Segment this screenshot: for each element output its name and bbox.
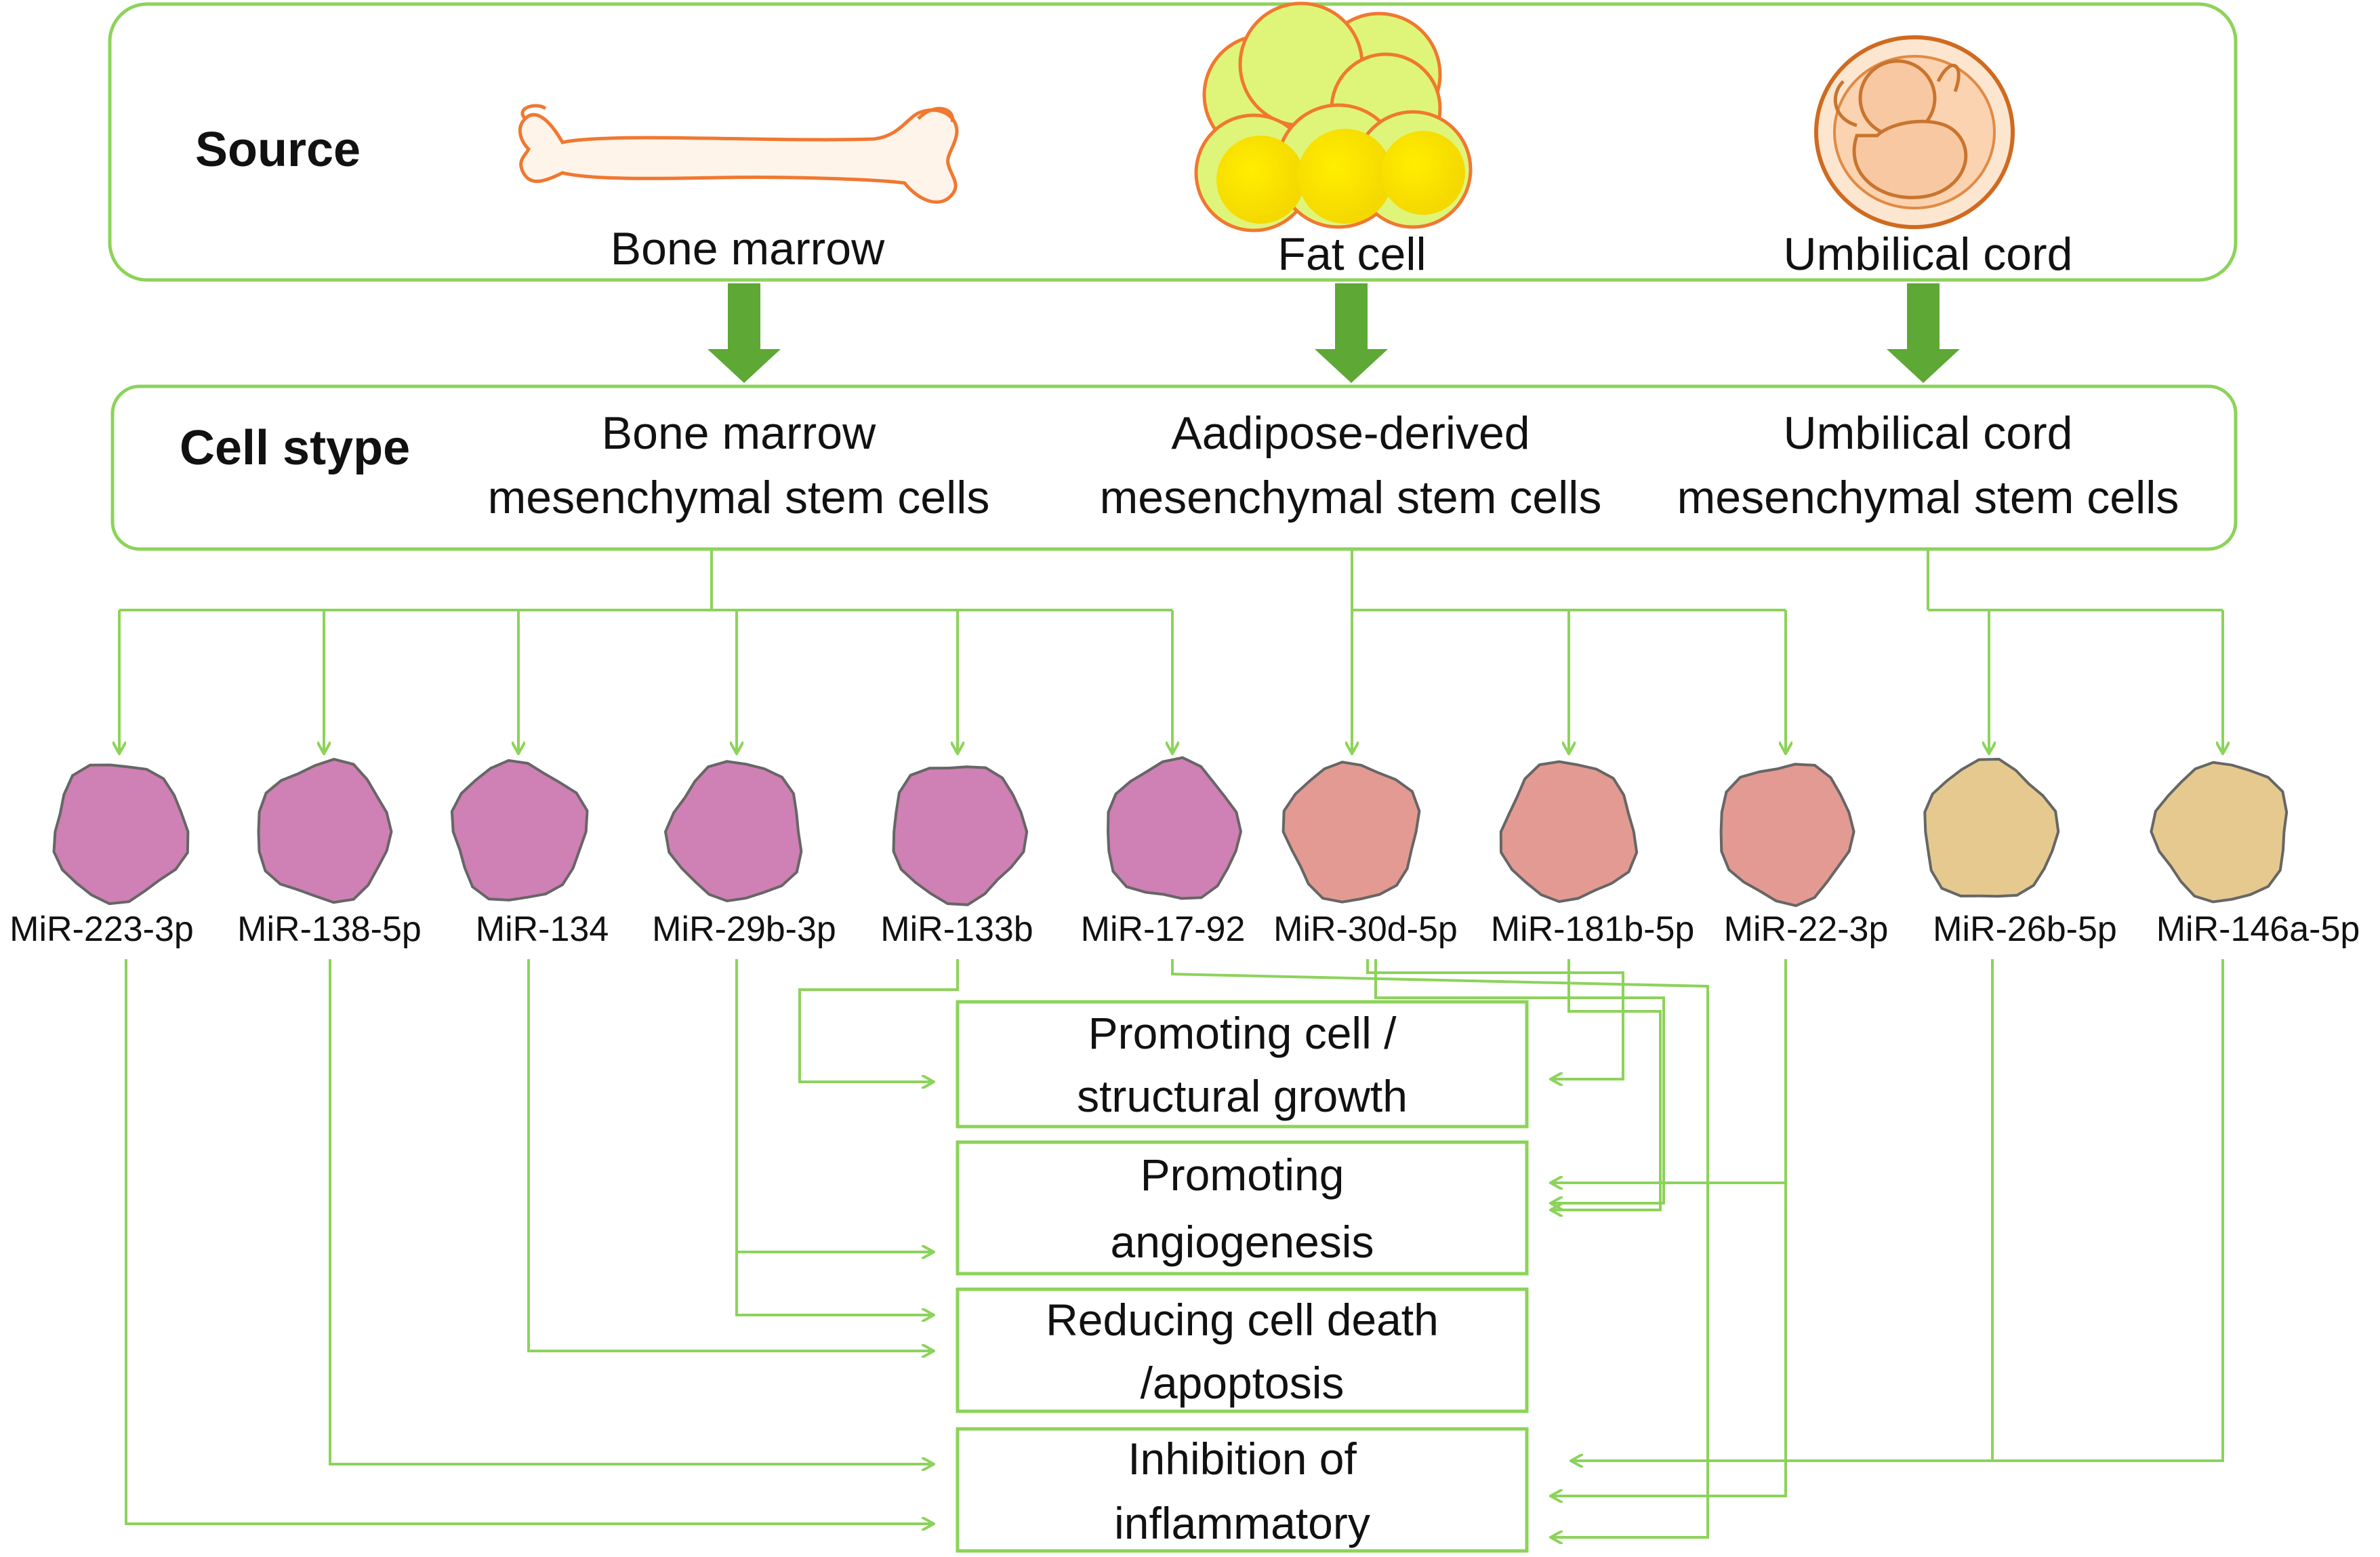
fetus-icon <box>1814 35 2015 229</box>
mirna-to-outcome-connectors <box>125 959 2224 1537</box>
celltype-item-line2: mesenchymal stem cells <box>488 472 990 523</box>
outcome-line1: Promoting <box>1141 1150 1345 1200</box>
mirna-label: MiR-223-3p <box>9 910 194 949</box>
mirna-node: MiR-146a-5p <box>2150 761 2360 949</box>
celltype-item-line1: Bone marrow <box>602 407 876 459</box>
fat-cell-icon <box>1194 1 1473 232</box>
source-heading: Source <box>195 123 361 177</box>
celltype-panel-frame <box>110 384 2238 551</box>
mirna-node: MiR-26b-5p <box>1923 757 2117 949</box>
outcome-boxes: Promoting cell / structural growth Promo… <box>956 1000 1529 1553</box>
celltype-panel: Cell stype Bone marrow mesenchymal stem … <box>110 384 2238 551</box>
source-item-label: Umbilical cord <box>1784 228 2073 280</box>
mirna-node: MiR-22-3p <box>1719 763 1889 949</box>
bone-marrow-msc-exosome-icon <box>450 759 589 902</box>
adipose-msc-exosome-icon <box>1499 760 1639 904</box>
down-arrow-bone-marrow <box>707 283 781 383</box>
adipose-msc-exosome-icon <box>1281 761 1421 904</box>
down-arrow-umbilical-cord <box>1887 283 1960 383</box>
source-panel: Source Bone marrow Fat cell <box>108 1 2238 282</box>
mirna-node: MiR-181b-5p <box>1491 760 1695 949</box>
bone-marrow-msc-exosome-icon <box>663 760 803 903</box>
outcome-line2: angiogenesis <box>1111 1217 1374 1267</box>
celltype-item-line1: Aadipose-derived <box>1171 407 1530 459</box>
outcome-box-reducing-apoptosis: Reducing cell death /apoptosis <box>956 1287 1529 1413</box>
bone-marrow-msc-exosome-icon <box>257 758 393 904</box>
outcome-line2: structural growth <box>1077 1071 1408 1121</box>
bone-marrow-msc-exosome-icon <box>52 763 190 906</box>
umbilical-msc-exosome-icon <box>1923 757 2060 898</box>
bone-marrow-msc-exosome-icon <box>892 765 1029 906</box>
down-arrow-fat-cell <box>1315 283 1388 383</box>
mirna-label: MiR-138-5p <box>237 910 422 949</box>
outcome-box-angiogenesis: Promoting angiogenesis <box>956 1140 1529 1276</box>
mirna-layer: MiR-223-3p MiR-138-5p MiR-134 MiR-29b-3p MiR… <box>9 756 2360 949</box>
outcome-line2: /apoptosis <box>1141 1358 1345 1408</box>
mirna-node: MiR-223-3p <box>9 763 194 949</box>
outcome-box-inhibition-inflammatory: Inhibition of inflammatory <box>956 1427 1529 1553</box>
mirna-label: MiR-26b-5p <box>1933 910 2117 949</box>
mirna-node: MiR-138-5p <box>237 758 422 949</box>
bone-icon <box>518 104 959 204</box>
celltype-item-line1: Umbilical cord <box>1784 407 2073 459</box>
umbilical-msc-exosome-icon <box>2150 761 2289 904</box>
mirna-label: MiR-30d-5p <box>1273 910 1458 949</box>
source-item-label: Fat cell <box>1277 228 1426 280</box>
mirna-label: MiR-17-92 <box>1081 910 1246 949</box>
mirna-label: MiR-22-3p <box>1724 910 1889 949</box>
adipose-msc-exosome-icon <box>1719 763 1855 908</box>
bone-marrow-msc-exosome-icon <box>1106 756 1243 900</box>
source-item-label: Bone marrow <box>611 223 885 275</box>
mirna-node: MiR-17-92 <box>1081 756 1246 949</box>
mirna-label: MiR-134 <box>476 910 609 949</box>
celltype-heading: Cell stype <box>180 421 410 475</box>
outcome-line2: inflammatory <box>1114 1498 1370 1548</box>
mirna-label: MiR-146a-5p <box>2156 910 2360 949</box>
mirna-node: MiR-30d-5p <box>1273 761 1458 949</box>
mirna-label: MiR-133b <box>880 910 1033 949</box>
celltype-item-line2: mesenchymal stem cells <box>1677 472 2179 523</box>
outcome-line1: Inhibition of <box>1128 1434 1357 1484</box>
source-to-celltype-arrows <box>707 283 1960 383</box>
source-panel-frame <box>108 2 2238 282</box>
mirna-node: MiR-29b-3p <box>652 760 836 949</box>
mirna-node: MiR-133b <box>880 765 1033 949</box>
outcome-line1: Reducing cell death <box>1046 1295 1439 1345</box>
mirna-node: MiR-134 <box>450 759 609 949</box>
outcome-box-cell-growth: Promoting cell / structural growth <box>956 1000 1529 1129</box>
mirna-label: MiR-181b-5p <box>1491 910 1695 949</box>
outcome-line1: Promoting cell / <box>1088 1008 1397 1058</box>
celltype-to-mirna-connectors <box>119 550 2223 754</box>
mirna-label: MiR-29b-3p <box>652 910 836 949</box>
celltype-item-line2: mesenchymal stem cells <box>1100 472 1602 523</box>
